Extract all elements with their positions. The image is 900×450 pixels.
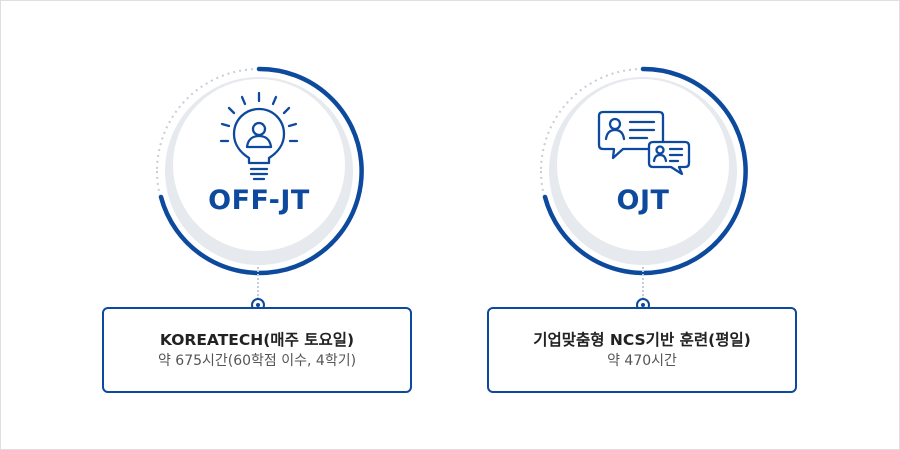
ojt-box-title: 기업맞춤형 NCS기반 훈련(평일) bbox=[533, 331, 751, 349]
ojt-circle: OJT bbox=[529, 57, 757, 285]
off-jt-title: OFF-JT bbox=[208, 185, 310, 216]
off-jt-info-box: KOREATECH(매주 토요일) 약 675시간(60학점 이수, 4학기) bbox=[102, 307, 412, 393]
ojt-title: OJT bbox=[616, 185, 670, 216]
off-jt-connector bbox=[257, 267, 259, 299]
lightbulb-person-icon bbox=[219, 91, 299, 181]
off-jt-box-title: KOREATECH(매주 토요일) bbox=[159, 331, 355, 349]
ojt-box-subtitle: 약 470시간 bbox=[607, 353, 677, 369]
ojt-connector bbox=[642, 267, 644, 299]
ojt-info-box: 기업맞춤형 NCS기반 훈련(평일) 약 470시간 bbox=[487, 307, 797, 393]
chat-profile-cards-icon bbox=[597, 110, 691, 176]
off-jt-circle: OFF-JT bbox=[145, 57, 373, 285]
off-jt-box-subtitle: 약 675시간(60학점 이수, 4학기) bbox=[157, 353, 357, 369]
